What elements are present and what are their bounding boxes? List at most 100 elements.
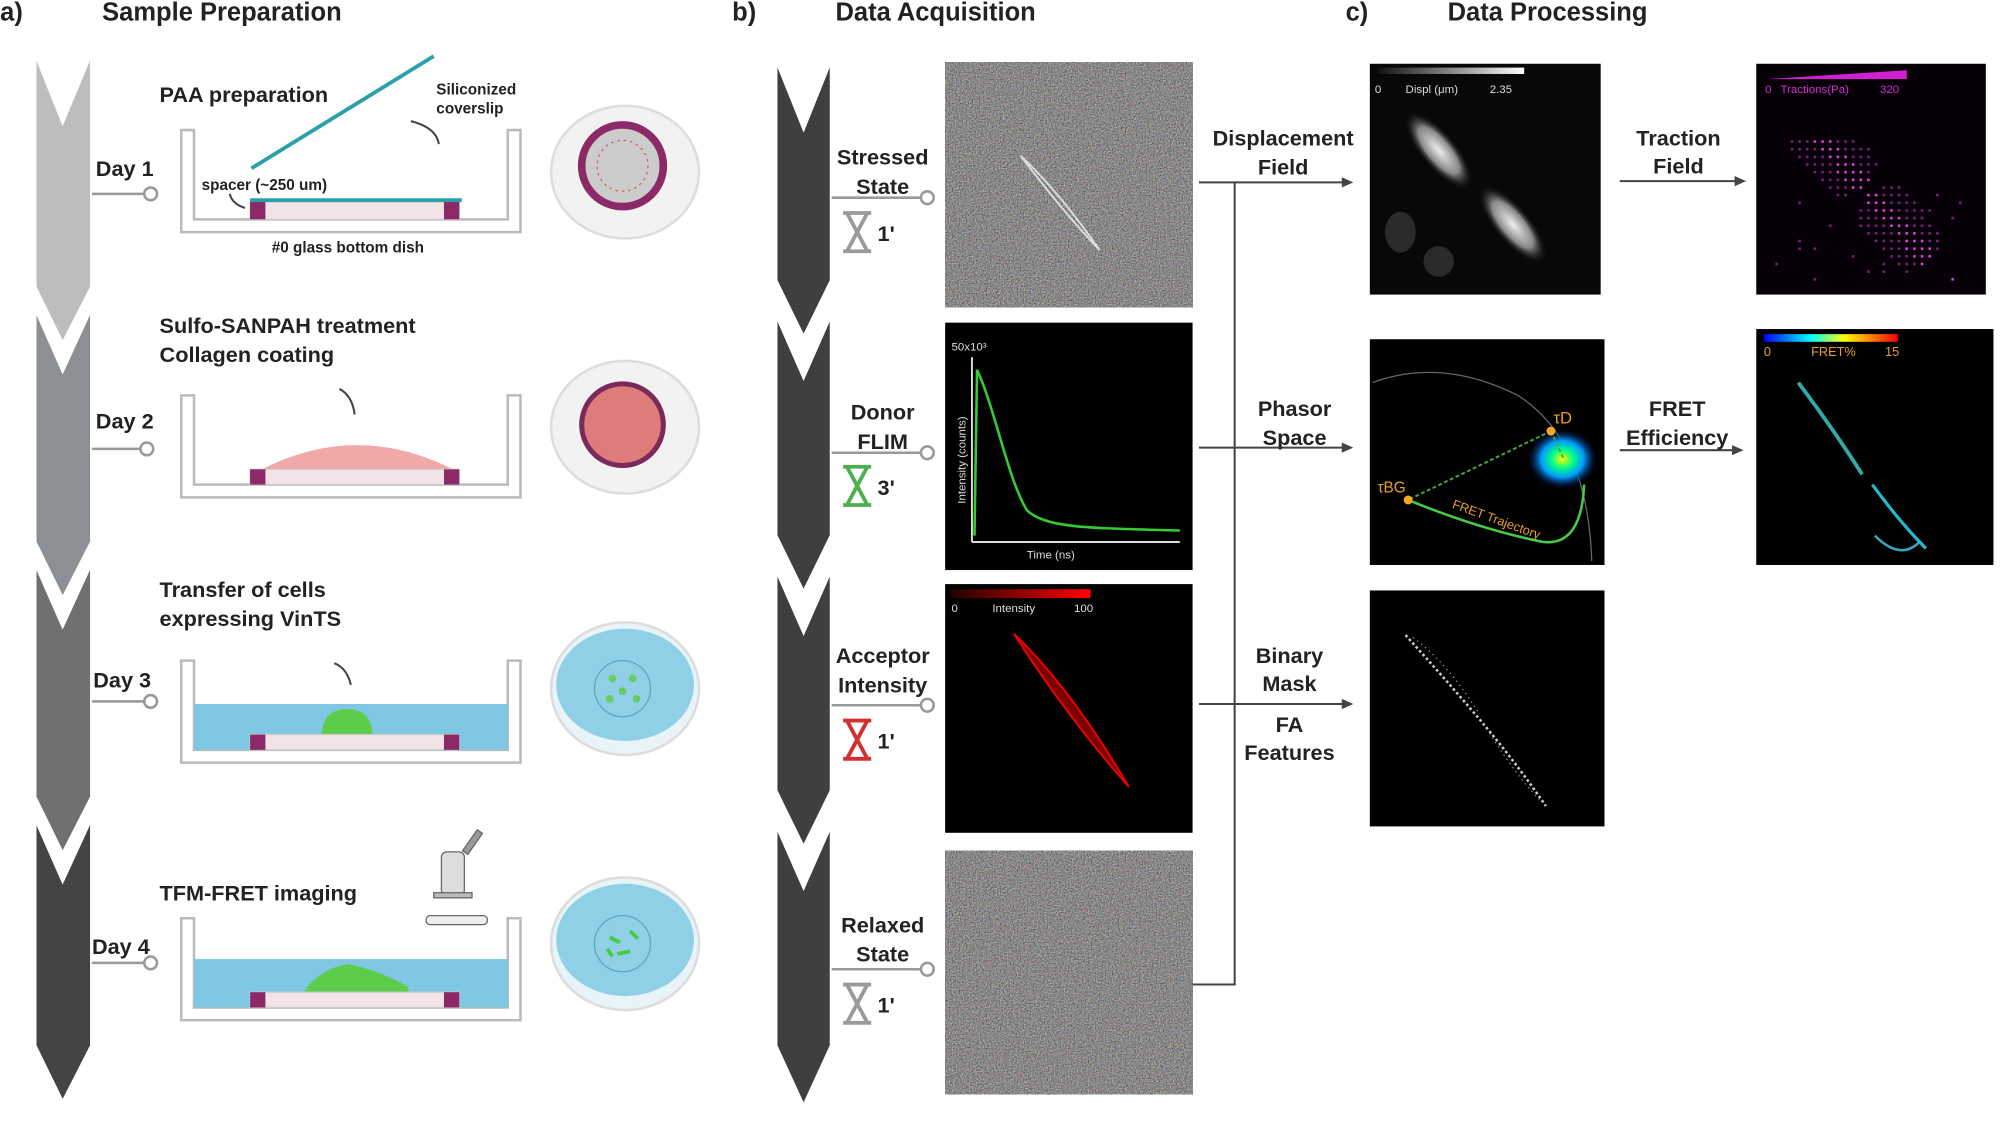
traction-vector (1852, 148, 1855, 151)
step-cell-transfer: Transfer of cells expressing VinTS (160, 577, 699, 763)
arrow-icon (411, 121, 439, 144)
traction-vector (1898, 201, 1901, 204)
y-max-label: 50x10³ (952, 342, 987, 354)
step-label: Stressed (837, 145, 929, 170)
duration: 1' (878, 729, 895, 754)
traction-vector (1890, 201, 1893, 204)
chevron-step1 (776, 57, 832, 338)
traction-vector (1928, 255, 1931, 258)
traction-vector (1860, 217, 1863, 220)
traction-vector (1798, 201, 1801, 204)
colorbar-max: 2.35 (1490, 84, 1512, 96)
hourglass-icon (843, 985, 871, 1023)
arrow-label: Phasor (1258, 396, 1332, 421)
traction-vector (1852, 255, 1855, 258)
step-label: Relaxed (841, 912, 924, 937)
traction-vector (1867, 232, 1870, 235)
arrow-label: Space (1263, 425, 1327, 450)
traction-vector (1898, 194, 1901, 197)
traction-vector (1883, 201, 1886, 204)
day-3-marker: Day 3 (92, 667, 157, 707)
colorbar (950, 589, 1090, 598)
colorbar-label: Tractions(Pa) (1780, 84, 1849, 96)
traction-vector (1890, 209, 1893, 212)
traction-vector (1814, 171, 1817, 174)
traction-vector (1913, 247, 1916, 250)
traction-vector (1837, 156, 1840, 159)
panel-c-letter: c) (1346, 0, 1369, 26)
traction-vector (1852, 179, 1855, 182)
traction-vector (1921, 209, 1924, 212)
day-label: Day 4 (92, 934, 150, 959)
traction-vector (1905, 217, 1908, 220)
traction-vector (1791, 148, 1794, 151)
traction-vector (1867, 194, 1870, 197)
traction-vector (1821, 140, 1824, 143)
step-paa-preparation: PAA preparation Siliconized coverslip sp… (160, 56, 699, 256)
traction-vector (1883, 209, 1886, 212)
traction-vector (1821, 148, 1824, 151)
colorbar-max: 320 (1880, 84, 1899, 96)
displacement-field-image: 0 Displ (μm) 2.35 (1370, 64, 1601, 295)
arrow-label: Binary (1256, 643, 1323, 668)
chevron-day1 (35, 51, 92, 344)
traction-vector (1837, 194, 1840, 197)
annotation: coverslip (436, 101, 503, 118)
traction-vector (1860, 171, 1863, 174)
traction-vector (1821, 171, 1824, 174)
traction-vector (1890, 194, 1893, 197)
traction-vector (1905, 194, 1908, 197)
step-label: FLIM (857, 429, 908, 454)
coverslip (251, 56, 433, 168)
traction-vector (1829, 224, 1832, 227)
traction-vector (1905, 209, 1908, 212)
traction-vector (1890, 240, 1893, 243)
colorbar-min: 0 (1764, 344, 1771, 359)
traction-vector (1913, 217, 1916, 220)
traction-vector (1883, 186, 1886, 189)
traction-vector (1951, 278, 1954, 281)
traction-vector (1867, 224, 1870, 227)
chevron-day4 (35, 816, 92, 1103)
traction-vector (1883, 270, 1886, 273)
traction-vector (1898, 247, 1901, 250)
traction-vector (1806, 140, 1809, 143)
traction-vector (1852, 163, 1855, 166)
duration: 1' (878, 993, 895, 1018)
annotation: Siliconized (436, 81, 516, 98)
traction-vector (1875, 217, 1878, 220)
day-2-marker: Day 2 (92, 409, 154, 456)
binary-mask-image (1370, 590, 1605, 826)
step-title: PAA preparation (160, 82, 329, 107)
traction-vector (1821, 179, 1824, 182)
colorbar-label: Intensity (992, 603, 1035, 615)
traction-vector (1928, 224, 1931, 227)
acceptor-intensity-image: 0 Intensity 100 (945, 584, 1192, 833)
traction-vector (1905, 240, 1908, 243)
traction-vector (1814, 247, 1817, 250)
traction-vector (1798, 156, 1801, 159)
traction-vector (1883, 263, 1886, 266)
traction-vector (1905, 201, 1908, 204)
traction-vector (1875, 240, 1878, 243)
traction-vector (1928, 209, 1931, 212)
traction-vector (1844, 156, 1847, 159)
traction-vector (1844, 171, 1847, 174)
step-title: TFM-FRET imaging (160, 880, 357, 905)
traction-vector (1844, 179, 1847, 182)
traction-vector (1814, 156, 1817, 159)
colorbar-max: 15 (1885, 344, 1899, 359)
arrow-label: Efficiency (1626, 425, 1728, 450)
traction-vector (1928, 232, 1931, 235)
traction-vector (1867, 270, 1870, 273)
tau-d-point (1546, 427, 1555, 436)
traction-vector (1921, 224, 1924, 227)
day-label: Day 3 (93, 667, 151, 692)
traction-vector (1875, 224, 1878, 227)
flow-lines (1193, 176, 1746, 985)
timeline-b (776, 57, 832, 1107)
collagen-layer (262, 445, 453, 469)
arrow-label: Features (1244, 740, 1334, 765)
traction-vector (1829, 140, 1832, 143)
